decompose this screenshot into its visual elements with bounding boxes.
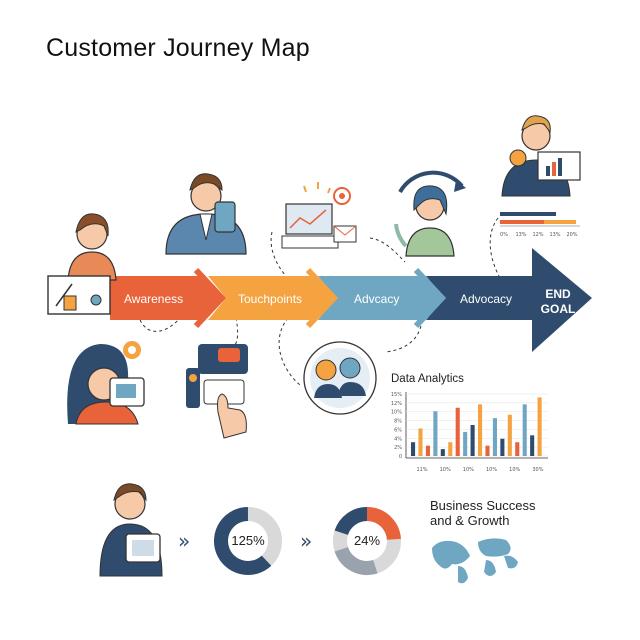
mini-tick-label: 12% <box>532 232 543 238</box>
bar <box>448 442 453 456</box>
business-success-title: Business Success and & Growth <box>430 498 580 528</box>
bar <box>522 404 527 456</box>
top-mini-bars: 0% 13% 12% 13% 20% <box>500 212 580 238</box>
person-woman-tablet-icon <box>67 341 145 425</box>
y-tick-label: 15% <box>391 392 402 398</box>
person-woman-cycle-icon <box>394 170 466 257</box>
x-tick-label: 10% <box>440 467 451 473</box>
x-tick-label: 10% <box>463 467 474 473</box>
people-circle-icon <box>303 341 377 415</box>
x-tick-label: 10% <box>509 467 520 473</box>
bar <box>530 435 535 456</box>
person-man-screen-icon <box>501 115 581 197</box>
bar <box>485 445 490 456</box>
bar <box>478 404 483 456</box>
bar <box>515 442 520 456</box>
bar <box>440 449 445 456</box>
double-chevron-icon-2: » <box>300 529 312 553</box>
dashed-connectors <box>139 217 501 386</box>
stage-arrow-advocacy <box>426 248 592 352</box>
journey-arrow-band <box>110 248 592 352</box>
stage-arrow-awareness <box>110 276 220 320</box>
computer-analytics-icon <box>281 182 357 249</box>
x-tick-label: 10% <box>486 467 497 473</box>
hand-touch-ui-icon <box>186 344 248 439</box>
data-analytics-chart: 0 2% 4% 6% 8% 10% 12% 15% 11% 10% 10% 10% 10% 30% <box>391 392 548 473</box>
business-title-line2: and & Growth <box>430 513 510 528</box>
y-tick-label: 0 <box>399 454 402 460</box>
mini-tick-label: 13% <box>515 232 526 238</box>
y-tick-label: 8% <box>394 419 402 425</box>
donut-segment <box>334 507 368 536</box>
bar <box>507 414 512 456</box>
donut-2-label: 24% <box>353 533 381 548</box>
person-man-tablet-icon <box>99 483 163 577</box>
x-tick-label: 11% <box>416 467 427 473</box>
donut-segment <box>366 507 401 541</box>
stage-label-awareness: Awareness <box>124 292 184 306</box>
person-man-phone-icon <box>165 173 247 255</box>
stage-label-touchpoints: Touchpoints <box>238 292 303 306</box>
donut-1-label: 125% <box>231 533 265 548</box>
stage-label-advcacy: Advcacy <box>354 292 400 306</box>
data-analytics-title: Data Analytics <box>391 373 464 385</box>
bar <box>492 418 497 456</box>
bar <box>470 425 475 456</box>
x-tick-label: 30% <box>532 467 543 473</box>
double-chevron-icon-1: » <box>178 529 190 553</box>
donut-segment <box>214 507 272 575</box>
end-goal-line2: GOAL <box>540 302 576 316</box>
bar <box>537 397 542 456</box>
world-map-icon <box>432 538 518 584</box>
end-goal-line1: END <box>545 287 571 301</box>
business-title-line1: Business Success <box>430 498 536 513</box>
stage-arrow-advcacy <box>318 276 440 320</box>
mini-tick-label: 20% <box>566 232 577 238</box>
y-tick-label: 4% <box>394 436 402 442</box>
stage-arrow-touchpoints <box>208 276 332 320</box>
donut-chart-1 <box>214 507 282 575</box>
bar <box>455 407 460 456</box>
page-title: Customer Journey Map <box>46 34 310 62</box>
bar <box>463 431 468 456</box>
bar <box>418 428 423 456</box>
person-woman-board-icon <box>47 213 117 315</box>
mini-tick-label: 0% <box>500 232 508 238</box>
mini-tick-label: 13% <box>549 232 560 238</box>
y-tick-label: 6% <box>394 427 402 433</box>
bar <box>425 445 430 456</box>
end-goal-label: END GOAL <box>536 287 580 317</box>
stage-label-advocacy: Advocacy <box>460 292 513 306</box>
bar <box>411 442 416 456</box>
donut-chart-2 <box>333 507 401 575</box>
y-tick-label: 10% <box>391 410 402 416</box>
donut-segment <box>334 546 378 575</box>
bar <box>433 411 438 456</box>
bar <box>500 438 505 456</box>
y-tick-label: 2% <box>394 445 402 451</box>
y-tick-label: 12% <box>391 401 402 407</box>
